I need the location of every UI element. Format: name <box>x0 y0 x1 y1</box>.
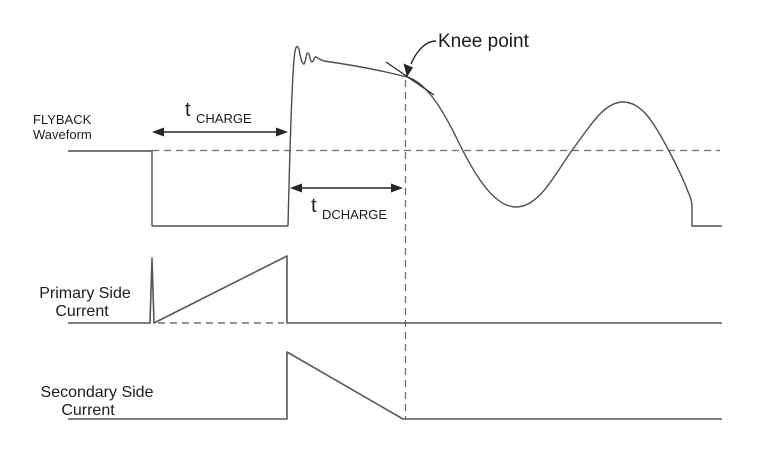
t-dcharge-symbol: t <box>311 195 317 217</box>
t-charge-right-arrowhead-icon <box>276 127 288 137</box>
t-charge-left-arrowhead-icon <box>152 127 164 137</box>
primary-current-label-line2: Current <box>55 303 109 320</box>
t-charge-subscript: CHARGE <box>196 111 252 126</box>
t-charge-label: t CHARGE <box>185 99 252 126</box>
t-dcharge-right-arrowhead-icon <box>391 183 403 193</box>
primary-current-trace <box>68 255 722 324</box>
t-dcharge-left-arrowhead-icon <box>290 183 302 193</box>
secondary-current-label-line1: Secondary Side <box>41 384 154 401</box>
secondary-current-panel <box>68 351 722 420</box>
flyback-waveform-trace <box>68 45 722 227</box>
t-charge-symbol: t <box>185 99 191 121</box>
t-charge-dimension-arrow <box>152 127 288 137</box>
primary-current-label-line1: Primary Side <box>39 285 131 302</box>
t-dcharge-subscript: DCHARGE <box>322 207 387 222</box>
knee-point-label: Knee point <box>438 31 530 52</box>
flyback-waveform-panel <box>68 40 722 227</box>
t-dcharge-dimension-arrow <box>290 183 403 193</box>
secondary-current-trace <box>68 351 722 420</box>
reference-lines <box>152 80 720 419</box>
flyback-label-line2: Waveform <box>33 127 92 142</box>
secondary-current-label-line2: Current <box>61 402 115 419</box>
primary-current-panel <box>68 255 722 324</box>
knee-point-leader-line <box>410 40 437 65</box>
knee-point-arrowhead-icon <box>403 63 413 77</box>
t-dcharge-label: t DCHARGE <box>311 195 387 222</box>
knee-tangent-line <box>385 61 435 96</box>
text-labels: FLYBACK Waveform Primary Side Current Se… <box>33 31 530 419</box>
flyback-label-line1: FLYBACK <box>33 112 92 127</box>
